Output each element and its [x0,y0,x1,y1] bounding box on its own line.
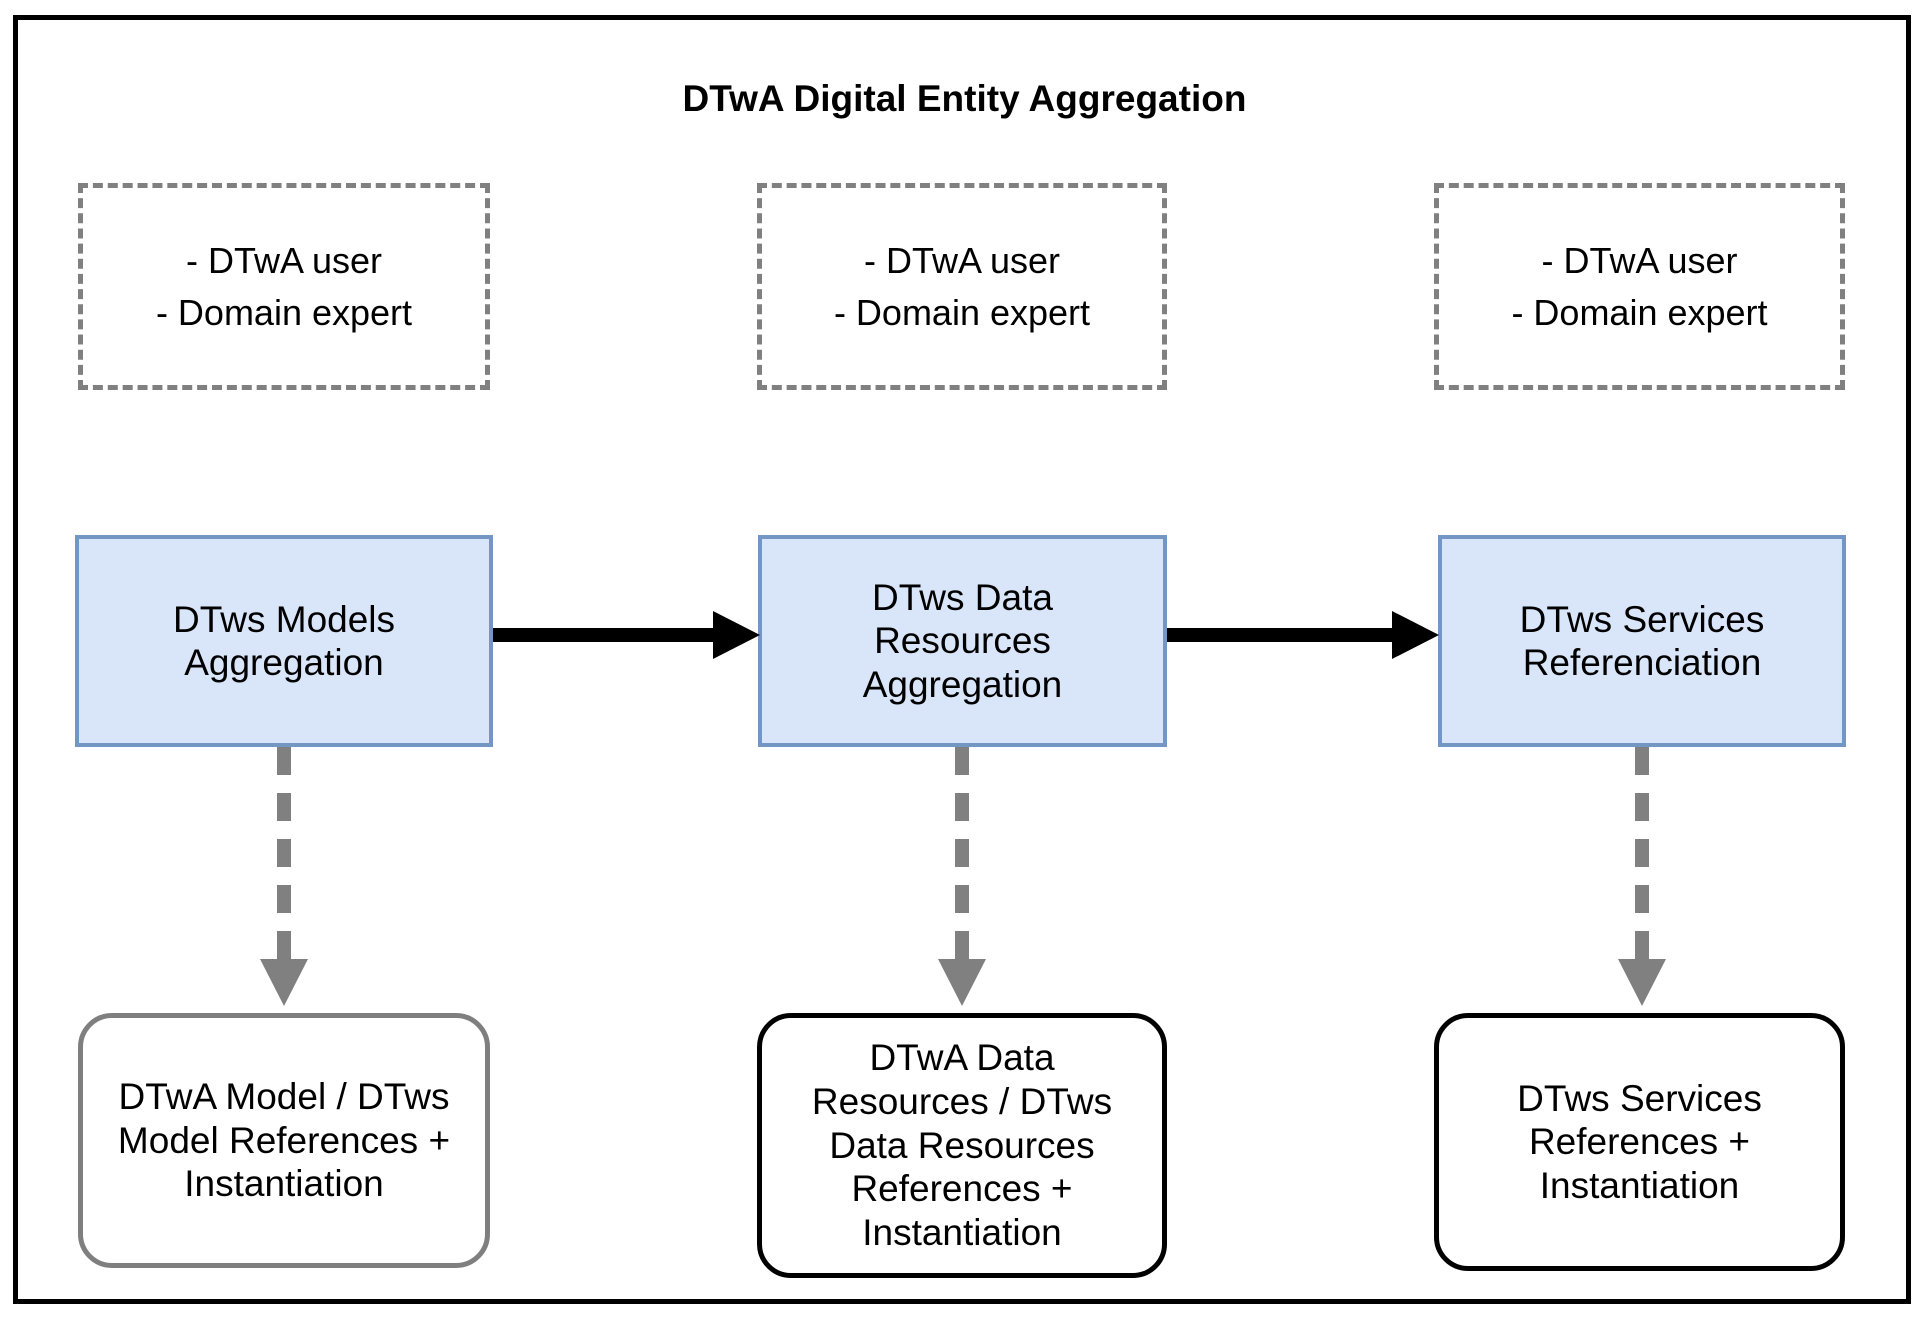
derive-arrow-services [1618,747,1666,1010]
actor-line-expert: - Domain expert [1511,291,1768,333]
actor-box-services: - DTwA user - Domain expert [1434,183,1845,390]
page-title: DTwA Digital Entity Aggregation [682,78,1247,119]
actor-line-expert: - Domain expert [155,291,413,333]
arrow-shaft [1167,628,1398,642]
actor-line-user: - DTwA user [1541,240,1738,282]
actor-box-models: - DTwA user - Domain expert [78,183,490,390]
dashed-line [955,747,969,959]
arrow-head-icon [713,611,760,659]
arrow-head-icon [938,959,986,1006]
arrow-head-icon [260,959,308,1006]
flow-arrow-data-resources-to-services [1167,611,1439,659]
dashed-line [1635,747,1649,959]
actor-box-data-resources: - DTwA user - Domain expert [757,183,1167,390]
actor-line-user: - DTwA user [863,240,1061,282]
actor-line-expert: - Domain expert [833,291,1091,333]
derive-arrow-models [260,747,308,1010]
actor-line-user: - DTwA user [185,240,383,282]
dashed-line [277,747,291,959]
derive-arrow-data-resources [938,747,986,1010]
arrow-head-icon [1392,611,1439,659]
arrow-shaft [493,628,719,642]
flow-arrow-models-to-data-resources [493,611,760,659]
arrow-head-icon [1618,959,1666,1006]
